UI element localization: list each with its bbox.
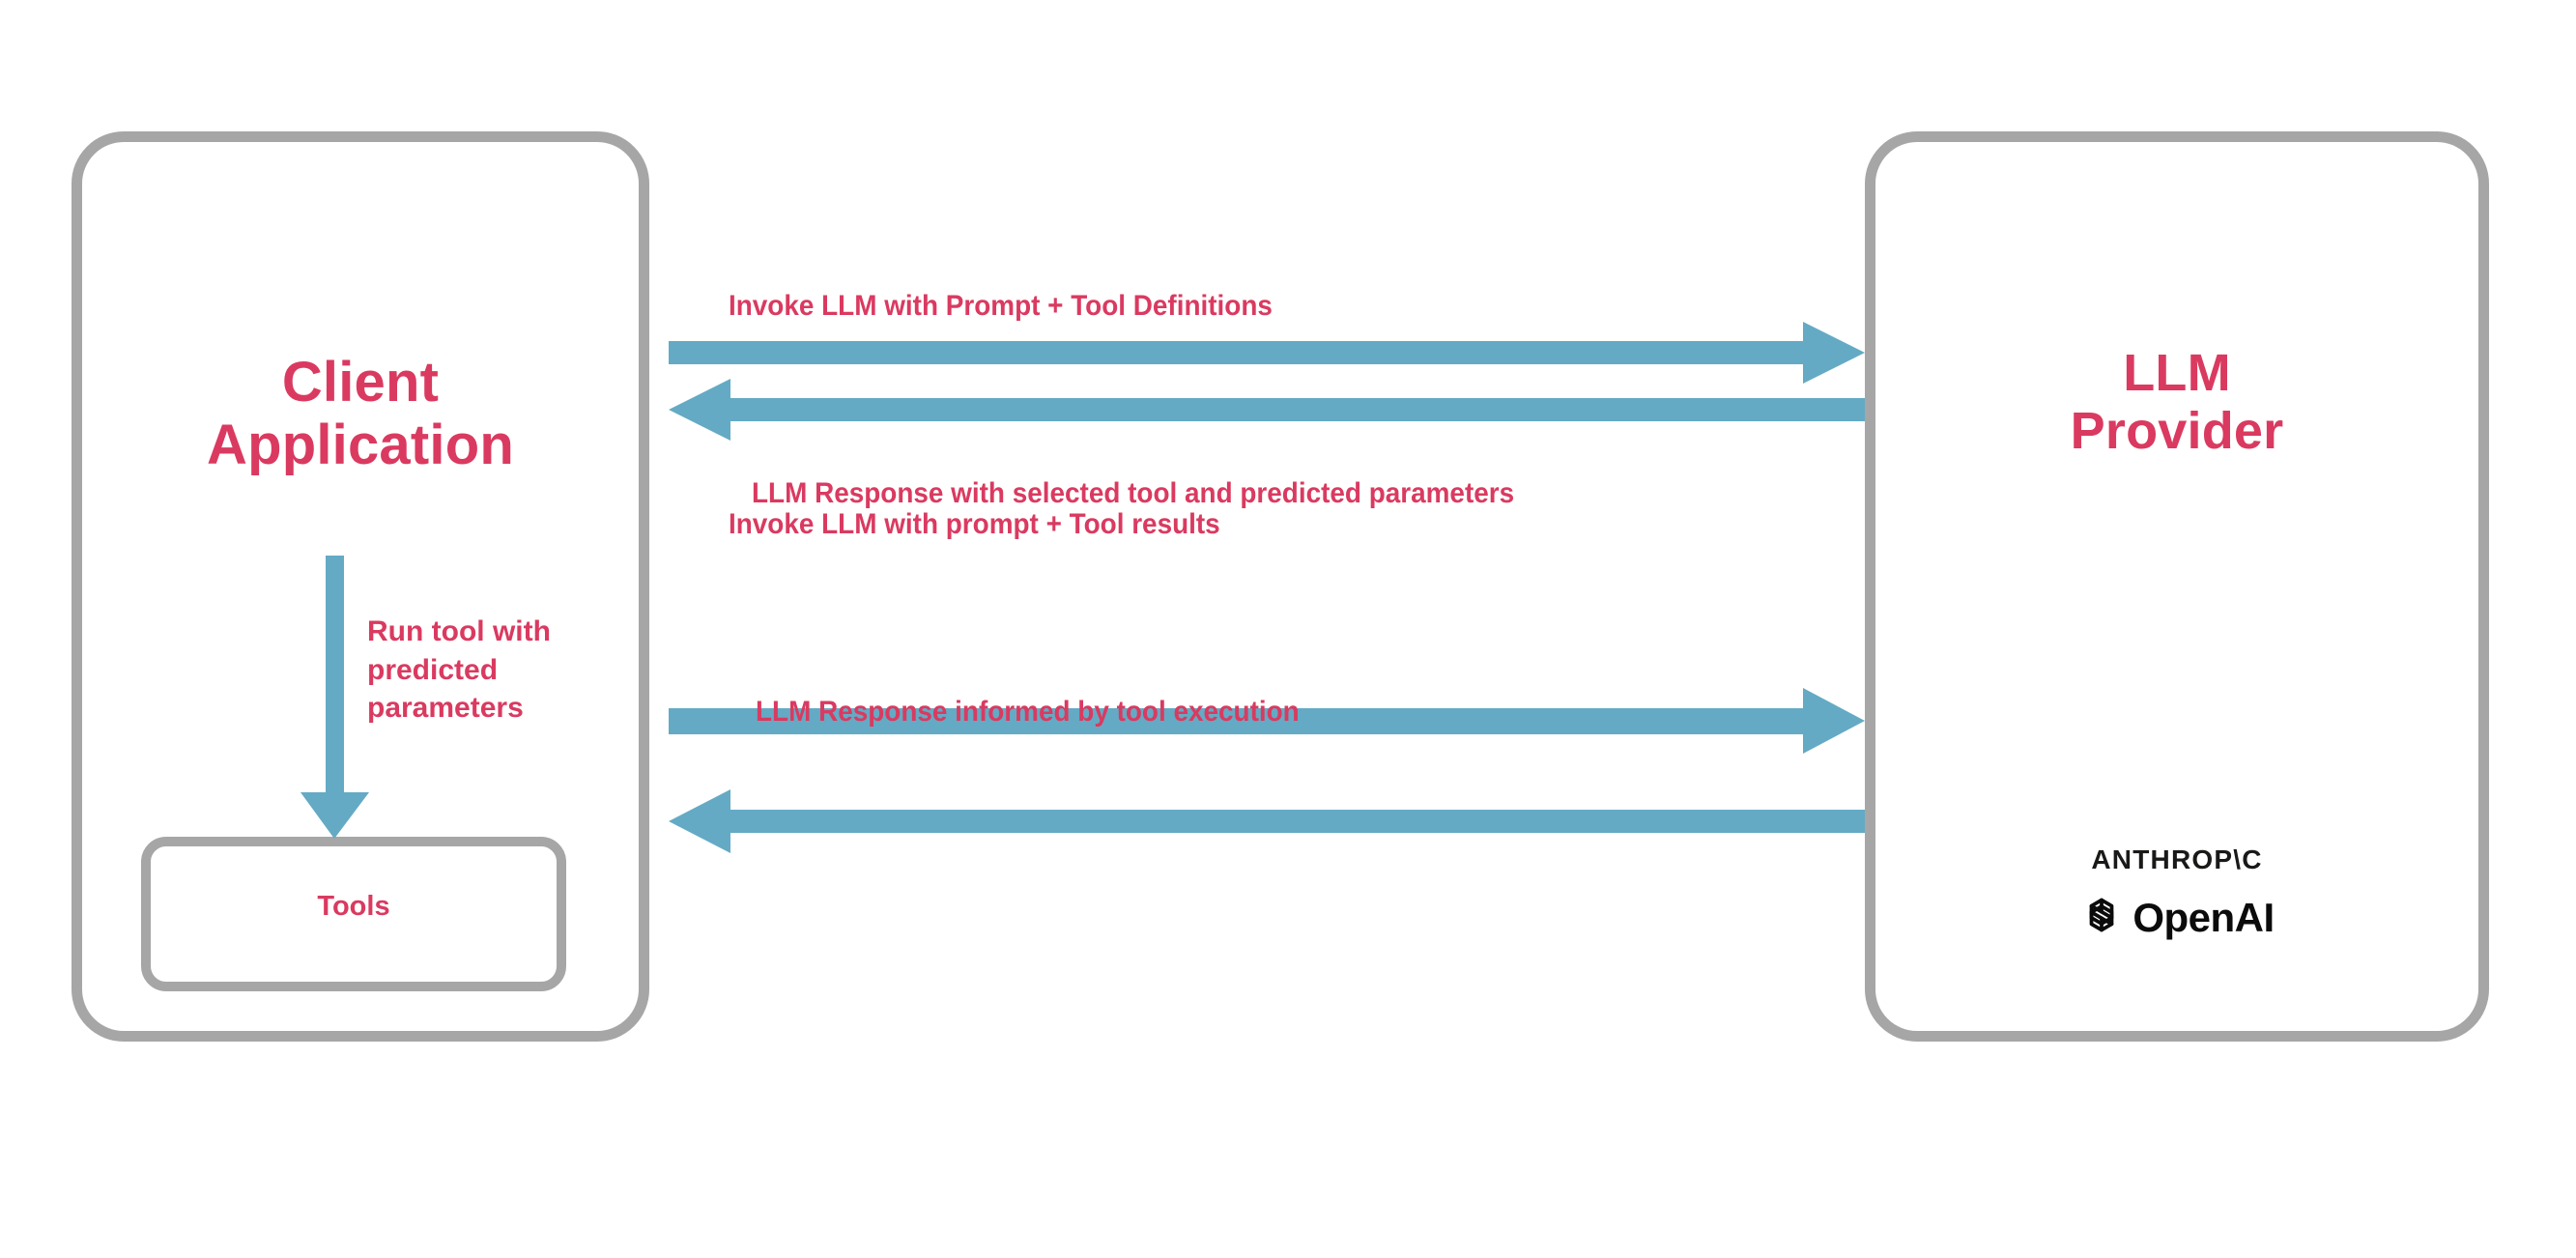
- flow-label-invoke-with-tool-results: Invoke LLM with prompt + Tool results: [729, 508, 1220, 540]
- llm-provider-title: LLM Provider: [2070, 344, 2284, 461]
- anthropic-logo: ANTHROP\C: [2091, 844, 2263, 874]
- arrow-invoke-with-tool-definitions: [669, 322, 1865, 384]
- flow-label-llm-response-final: LLM Response informed by tool execution: [756, 696, 1300, 728]
- flow-label-llm-response-tool-selection: LLM Response with selected tool and pred…: [752, 477, 1515, 509]
- client-application-title: Client Application: [207, 351, 514, 476]
- llm-provider-node: [1865, 131, 2489, 1042]
- tools-node-label: Tools: [317, 891, 390, 922]
- arrow-llm-response-final: [669, 789, 1865, 853]
- tools-node: [141, 837, 566, 991]
- openai-wordmark: OpenAI: [2132, 894, 2275, 940]
- openai-logo-lockup: OpenAI: [1865, 893, 2489, 942]
- openai-knot-icon: [2079, 893, 2124, 942]
- run-tool-flow-label: Run tool with predicted parameters: [367, 615, 551, 725]
- flow-label-invoke-with-tool-definitions: Invoke LLM with Prompt + Tool Definition…: [729, 290, 1273, 322]
- arrow-llm-response-tool-selection: [669, 379, 1865, 441]
